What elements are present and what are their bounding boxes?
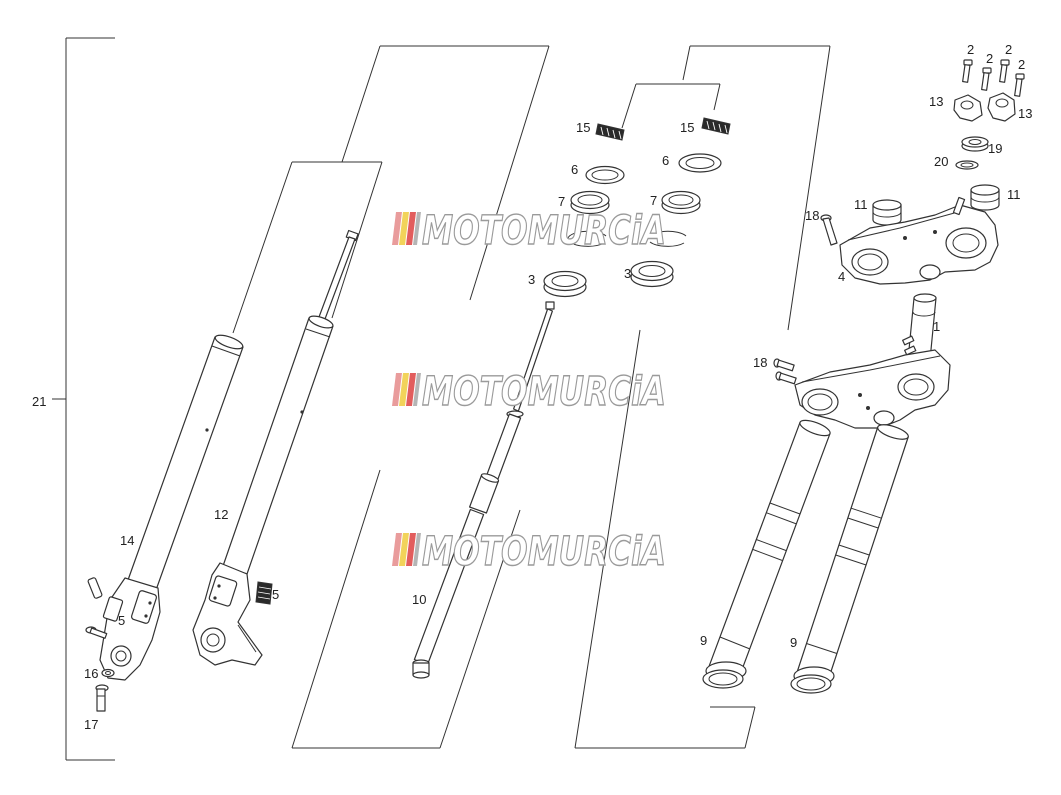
watermark-text: MOTOMURCiA <box>422 529 666 575</box>
callout-20: 20 <box>934 154 948 169</box>
callout-1: 1 <box>933 319 940 334</box>
fork-leg-12 <box>192 229 359 666</box>
callout-15-right: 15 <box>680 120 694 135</box>
callout-18-upper: 18 <box>805 208 819 223</box>
pad-5-left <box>87 577 103 599</box>
dust-seal-3-right <box>630 260 674 288</box>
callout-2-b: 2 <box>986 51 993 66</box>
washer-20 <box>955 160 979 170</box>
callout-9-left: 9 <box>700 633 707 648</box>
bolt-2-c <box>999 59 1010 83</box>
callout-3-right: 3 <box>624 266 631 281</box>
collet-15-right <box>701 117 731 135</box>
callout-13-left: 13 <box>929 94 943 109</box>
clip-ring-right <box>647 230 687 247</box>
watermark-flag-logo <box>392 212 421 245</box>
callout-7-left: 7 <box>558 194 565 209</box>
washer-6-right <box>678 153 722 173</box>
callout-7-right: 7 <box>650 193 657 208</box>
stem-nut-19 <box>961 136 989 152</box>
washer-16 <box>101 668 115 678</box>
clip-ring-left <box>567 230 607 247</box>
callout-21: 21 <box>32 394 46 409</box>
watermark-flag-logo <box>392 533 421 566</box>
bolts-18-lower <box>773 358 797 385</box>
clamp-13-left <box>953 94 983 122</box>
callout-2-d: 2 <box>1018 57 1025 72</box>
callout-5-left: 5 <box>118 613 125 628</box>
section-frames <box>232 45 831 749</box>
bolt-18-upper <box>820 214 838 246</box>
watermark-1: MOTOMURCiA <box>392 207 667 255</box>
watermark-text: MOTOMURCiA <box>422 369 666 415</box>
callout-10: 10 <box>412 592 426 607</box>
callout-14: 14 <box>120 533 134 548</box>
callout-4: 4 <box>838 269 845 284</box>
callout-9-right: 9 <box>790 635 797 650</box>
callout-13-right: 13 <box>1018 106 1032 121</box>
callout-5-right: 5 <box>272 587 279 602</box>
lower-triple-clamp-1 <box>794 293 951 429</box>
bolt-2-a <box>962 59 973 83</box>
clamp-13-right <box>987 92 1016 122</box>
bolt-2-b <box>981 67 992 91</box>
cap-11-left <box>872 199 902 226</box>
assembly-bracket <box>52 37 115 761</box>
callout-12: 12 <box>214 507 228 522</box>
callout-6-right: 6 <box>662 153 669 168</box>
cartridge-10 <box>412 301 555 679</box>
callout-2-c: 2 <box>1005 42 1012 57</box>
watermark-flag-logo <box>392 373 421 406</box>
cap-11-right <box>970 184 1000 211</box>
fork-tube-9-left <box>702 419 831 689</box>
callout-2-a: 2 <box>967 42 974 57</box>
callout-16: 16 <box>84 666 98 681</box>
bolt-2-d <box>1014 73 1025 97</box>
callouts: 21 14 12 5 5 16 17 10 15 15 6 6 7 7 3 3 … <box>32 42 1032 732</box>
seal-7-right <box>661 190 701 215</box>
fork-leg-14 <box>99 334 244 681</box>
bolt-near-leg-14 <box>85 626 108 639</box>
callout-6-left: 6 <box>571 162 578 177</box>
pad-5-right <box>255 581 273 605</box>
watermark-2: MOTOMURCiA <box>392 368 667 416</box>
callout-18-lower: 18 <box>753 355 767 370</box>
callout-19: 19 <box>988 141 1002 156</box>
callout-11-right: 11 <box>1007 187 1021 202</box>
watermark-text: MOTOMURCiA <box>422 208 666 254</box>
bolt-17 <box>95 684 109 712</box>
callout-3-left: 3 <box>528 272 535 287</box>
seal-7-left <box>570 190 610 215</box>
callout-15-left: 15 <box>576 120 590 135</box>
washer-6-left <box>585 165 625 185</box>
dust-seal-3-left <box>543 270 587 298</box>
collet-15-left <box>595 123 625 141</box>
callout-11-left: 11 <box>854 197 868 212</box>
callout-17: 17 <box>84 717 98 732</box>
watermark-3: MOTOMURCiA <box>392 528 667 576</box>
fork-tube-9-right <box>790 424 909 694</box>
upper-triple-clamp-4 <box>839 196 999 285</box>
